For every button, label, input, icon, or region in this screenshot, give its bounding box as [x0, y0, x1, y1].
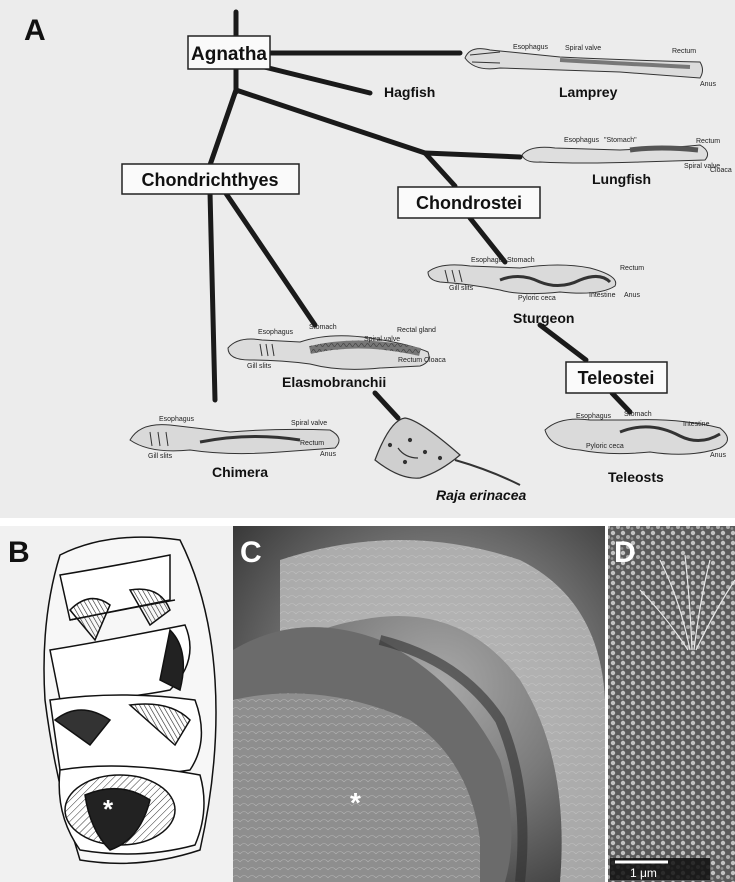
- taxon-teleostei: Teleostei: [566, 362, 667, 393]
- scale-bar-label: 1 μm: [630, 866, 657, 880]
- chimera-anus-label: Anus: [320, 451, 336, 458]
- organism-lamprey: Lamprey: [559, 84, 618, 100]
- teleost-stomach-label: Stomach: [624, 411, 652, 418]
- taxon-agnatha-label: Agnatha: [191, 44, 267, 65]
- teleost-pyloric-label: Pyloric ceca: [586, 443, 624, 450]
- panel-d-letter: D: [614, 536, 636, 569]
- taxon-teleostei-label: Teleostei: [578, 368, 655, 388]
- taxon-agnatha: Agnatha: [188, 36, 270, 69]
- taxon-chondrostei: Chondrostei: [398, 187, 540, 218]
- panel-b-star: *: [103, 794, 114, 824]
- taxon-chondrichthyes-label: Chondrichthyes: [141, 170, 278, 190]
- panel-c-letter: C: [240, 536, 262, 569]
- lamprey-rectum-label: Rectum: [672, 48, 696, 55]
- organism-lungfish: Lungfish: [592, 171, 651, 187]
- elasmo-cloaca-label: Cloaca: [424, 357, 446, 364]
- panel-separator-vertical: [605, 526, 608, 882]
- organism-chimera: Chimera: [212, 464, 268, 480]
- elasmo-rectum-label: Rectum: [398, 357, 422, 364]
- teleost-intestine-label: Intestine: [683, 421, 710, 428]
- lungfish-cloaca-label: Cloaca: [710, 167, 732, 174]
- panel-b-letter: B: [8, 536, 30, 569]
- elasmo-stomach-label: Stomach: [309, 324, 337, 331]
- lamprey-anus-label: Anus: [700, 81, 716, 88]
- taxon-chondrostei-label: Chondrostei: [416, 193, 522, 213]
- teleost-anus-label: Anus: [710, 452, 726, 459]
- panel-a-letter: A: [24, 14, 46, 47]
- chimera-gill-label: Gill slits: [148, 453, 173, 460]
- organism-teleosts: Teleosts: [608, 469, 664, 485]
- elasmo-esophagus-label: Esophagus: [258, 329, 294, 336]
- lungfish-stomach-label: "Stomach": [604, 137, 637, 144]
- sturgeon-esophagus-label: Esophagus: [471, 257, 507, 264]
- sturgeon-gill-label: Gill slits: [449, 285, 474, 292]
- sturgeon-rectum-label: Rectum: [620, 265, 644, 272]
- teleost-esophagus-label: Esophagus: [576, 413, 612, 420]
- organism-elasmobranchii: Elasmobranchii: [282, 374, 386, 390]
- sturgeon-intestine-label: Intestine: [589, 292, 616, 299]
- panel-separator-horizontal: [0, 518, 735, 526]
- sturgeon-pyloric-label: Pyloric ceca: [518, 295, 556, 302]
- sturgeon-anus-label: Anus: [624, 292, 640, 299]
- lamprey-spiral-label: Spiral valve: [565, 45, 601, 52]
- chimera-esophagus-label: Esophagus: [159, 416, 195, 423]
- panel-c-star: *: [350, 787, 361, 818]
- scale-bar: 1 μm: [610, 858, 710, 880]
- lungfish-rectum-label: Rectum: [696, 138, 720, 145]
- chimera-spiral-label: Spiral valve: [291, 420, 327, 427]
- spiral-valve-drawing: [44, 537, 216, 863]
- elasmo-spiral-label: Spiral valve: [364, 336, 400, 343]
- chimera-rectum-label: Rectum: [300, 440, 324, 447]
- taxon-chondrichthyes: Chondrichthyes: [122, 164, 299, 194]
- elasmo-gill-label: Gill slits: [247, 363, 272, 370]
- organism-raja: Raja erinacea: [436, 487, 526, 503]
- lamprey-esophagus-label: Esophagus: [513, 44, 549, 51]
- organism-sturgeon: Sturgeon: [513, 310, 574, 326]
- elasmo-rectal-gland-label: Rectal gland: [397, 327, 436, 334]
- panel-d-microvilli: [608, 526, 735, 882]
- organism-hagfish: Hagfish: [384, 84, 435, 100]
- sturgeon-stomach-label: Stomach: [507, 257, 535, 264]
- lungfish-esophagus-label: Esophagus: [564, 137, 600, 144]
